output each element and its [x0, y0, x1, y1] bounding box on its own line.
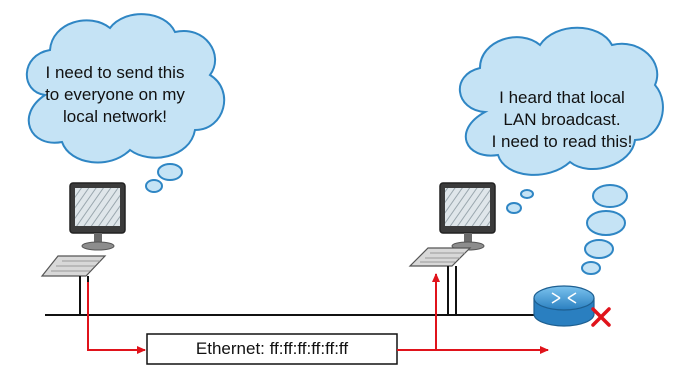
right-thought-bubble-2: [586, 210, 626, 236]
broadcast-arrows: [87, 273, 549, 354]
left-computer: [40, 182, 126, 315]
right-thought-text: I heard that local LAN broadcast. I need…: [467, 87, 657, 153]
left-thought-cloud: [25, 13, 226, 193]
right-computer: [408, 182, 496, 315]
left-thought-bubble-1: [157, 163, 183, 181]
left-thought-text: I need to send this to everyone on my lo…: [30, 62, 200, 128]
left-thought-line: to everyone on my: [45, 85, 185, 104]
left-thought-line: I need to send this: [45, 63, 185, 82]
right-thought-bubble-6: [520, 189, 534, 199]
keyboard-icon: [408, 247, 472, 267]
ethernet-frame-label: Ethernet: ff:ff:ff:ff:ff:ff: [195, 339, 349, 358]
right-thought-line: I need to read this!: [491, 132, 633, 151]
arrow-to-frame: [87, 282, 146, 354]
router-icon: [533, 285, 595, 327]
keyboard-icon: [40, 255, 107, 277]
desktop-computer-icon: [69, 182, 126, 251]
right-thought-line: LAN broadcast.: [503, 110, 621, 129]
blocked-x-icon: [591, 307, 611, 327]
right-thought-line: I heard that local: [499, 88, 625, 107]
right-thought-bubble-3: [584, 239, 614, 259]
desktop-computer-icon: [439, 182, 496, 251]
right-thought-bubble-4: [581, 261, 601, 275]
left-thought-line: local network!: [63, 107, 167, 126]
right-thought-bubble-1: [592, 184, 628, 208]
right-thought-cloud: [459, 26, 664, 275]
left-thought-bubble-2: [145, 179, 163, 193]
right-thought-bubble-5: [506, 202, 522, 214]
